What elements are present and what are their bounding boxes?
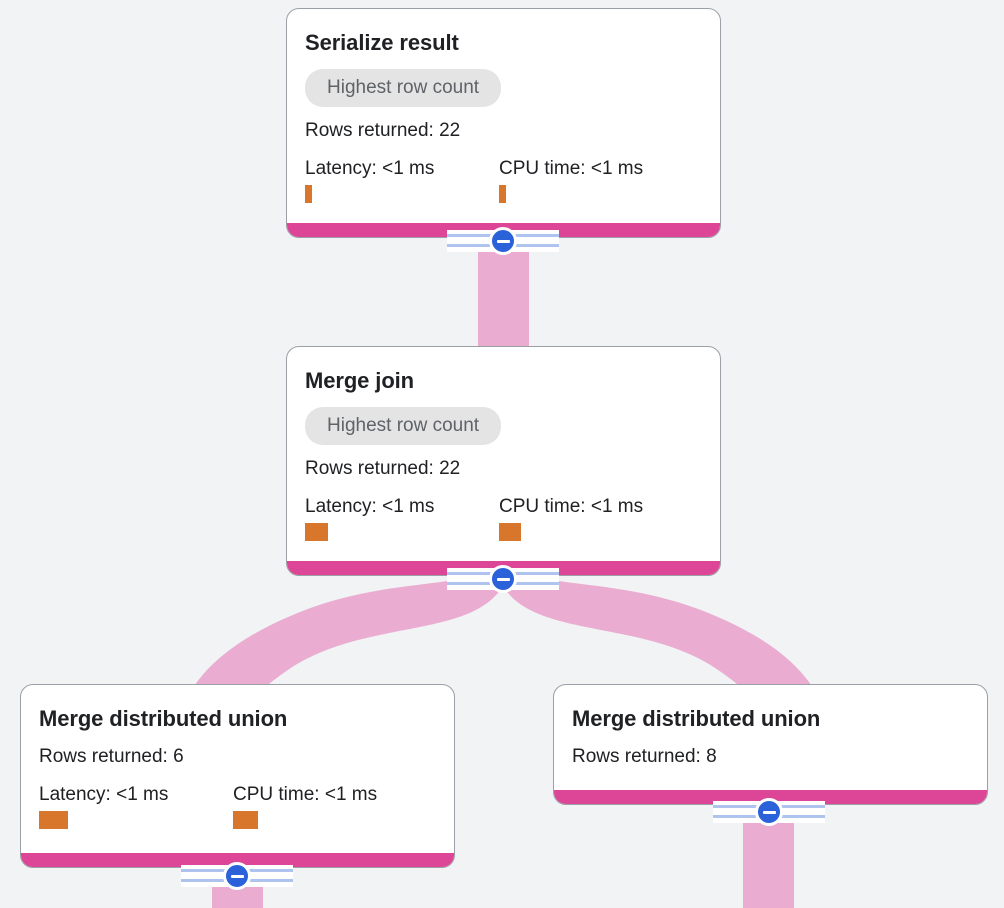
minus-icon[interactable] (489, 565, 517, 593)
node-accent-footer (21, 853, 454, 867)
minus-icon[interactable] (755, 798, 783, 826)
rows-returned-text: Rows returned: 22 (305, 120, 461, 141)
node-body: Merge distributed union Rows returned: 8 (554, 685, 987, 769)
cpu-time-metric: CPU time: <1 ms (233, 783, 377, 829)
latency-metric: Latency: <1 ms (39, 783, 233, 829)
latency-label: Latency: <1 ms (305, 158, 435, 179)
node-title: Merge distributed union (572, 706, 821, 731)
cpu-time-label: CPU time: <1 ms (499, 158, 644, 179)
cpu-time-label: CPU time: <1 ms (499, 496, 644, 517)
node-title: Serialize result (305, 30, 459, 55)
cpu-time-bar (499, 185, 506, 203)
node-merge-join[interactable]: Merge join Highest row count Rows return… (286, 346, 721, 576)
cpu-time-label: CPU time: <1 ms (233, 784, 378, 805)
node-title: Merge join (305, 368, 415, 393)
metrics-row: Latency: <1 ms CPU time: <1 ms (305, 495, 702, 541)
latency-bar (305, 523, 328, 541)
toggle-serialize-result[interactable] (447, 227, 559, 255)
rows-returned-text: Rows returned: 8 (572, 746, 717, 767)
minus-icon[interactable] (223, 862, 251, 890)
latency-label: Latency: <1 ms (39, 784, 169, 805)
highest-row-count-chip: Highest row count (305, 407, 502, 445)
toggle-merge-distributed-union-left[interactable] (181, 862, 293, 890)
toggle-merge-join[interactable] (447, 565, 559, 593)
metrics-row: Latency: <1 ms CPU time: <1 ms (305, 157, 702, 203)
node-accent-footer (554, 790, 987, 804)
node-merge-distributed-union-left[interactable]: Merge distributed union Rows returned: 6… (20, 684, 455, 868)
latency-metric: Latency: <1 ms (305, 495, 499, 541)
metrics-row: Latency: <1 ms CPU time: <1 ms (39, 783, 436, 829)
rows-returned-text: Rows returned: 6 (39, 746, 184, 767)
node-title: Merge distributed union (39, 706, 288, 731)
latency-bar (39, 811, 68, 829)
node-body: Merge join Highest row count Rows return… (287, 347, 720, 541)
latency-metric: Latency: <1 ms (305, 157, 499, 203)
cpu-time-metric: CPU time: <1 ms (499, 495, 643, 541)
cpu-time-bar (499, 523, 521, 541)
latency-bar (305, 185, 312, 203)
cpu-time-bar (233, 811, 258, 829)
node-body: Serialize result Highest row count Rows … (287, 9, 720, 203)
cpu-time-metric: CPU time: <1 ms (499, 157, 643, 203)
toggle-merge-distributed-union-right[interactable] (713, 798, 825, 826)
node-body: Merge distributed union Rows returned: 6… (21, 685, 454, 829)
node-serialize-result[interactable]: Serialize result Highest row count Rows … (286, 8, 721, 238)
latency-label: Latency: <1 ms (305, 496, 435, 517)
highest-row-count-chip: Highest row count (305, 69, 502, 107)
minus-icon[interactable] (489, 227, 517, 255)
node-merge-distributed-union-right[interactable]: Merge distributed union Rows returned: 8 (553, 684, 988, 805)
rows-returned-text: Rows returned: 22 (305, 458, 461, 479)
